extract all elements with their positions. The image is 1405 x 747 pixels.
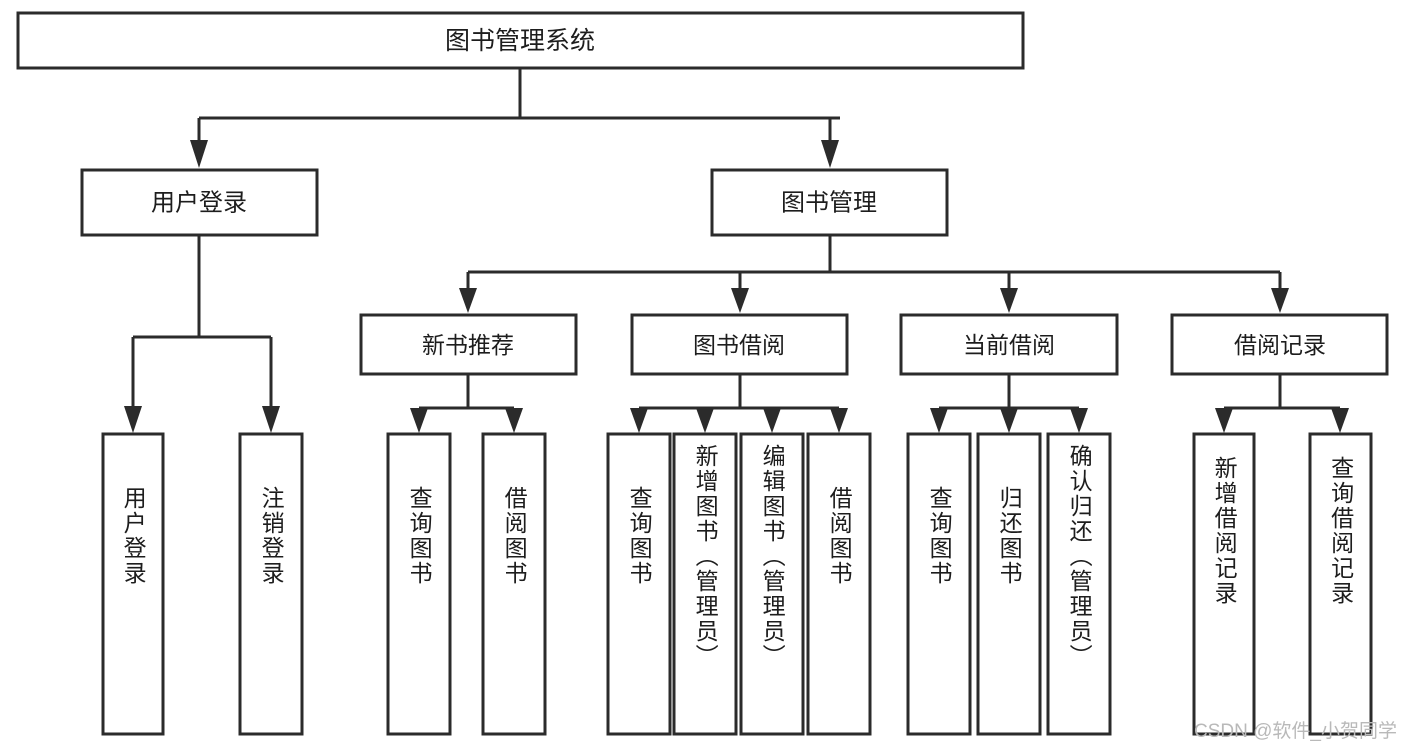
arrow-head-bookborrow-add	[696, 408, 714, 433]
connector-group-user-login	[124, 235, 280, 433]
arrow-head-new-book	[459, 288, 477, 313]
node-user-login[interactable]: 用户登录	[80, 168, 319, 237]
arrow-head-currentborrow-confirm	[1070, 408, 1088, 433]
node-current-borrow[interactable]: 当前借阅	[899, 313, 1119, 376]
arrow-head-leaf-logout	[262, 406, 280, 433]
node-root[interactable]: 图书管理系统	[16, 11, 1025, 70]
connector-group-root	[190, 68, 840, 168]
connector-group-book-borrow	[630, 374, 848, 433]
leaf-box-borrowrecord-add[interactable]	[1192, 432, 1256, 736]
arrow-head-newbook-query	[410, 408, 428, 433]
arrow-head-bookborrow-query	[630, 408, 648, 433]
node-book-manage[interactable]: 图书管理	[710, 168, 949, 237]
arrow-head-newbook-borrow	[505, 408, 523, 433]
arrow-head-book-borrow	[731, 288, 749, 313]
connector-group-book-manage	[459, 234, 1289, 313]
node-borrow-record-box[interactable]	[1170, 313, 1389, 376]
leaf-box-bookborrow-add[interactable]	[672, 432, 738, 736]
arrow-head-borrow-record	[1271, 288, 1289, 313]
node-new-book-recommend[interactable]: 新书推荐	[359, 313, 578, 376]
arrow-head-leaf-user-login	[124, 406, 142, 433]
arrow-head-user-login	[190, 140, 208, 168]
arrow-head-bookborrow-lend	[830, 408, 848, 433]
node-root-label: 图书管理系统	[445, 27, 595, 55]
node-borrow-record[interactable]: 借阅记录	[1170, 313, 1389, 376]
leaf-box-currentborrow-return[interactable]	[976, 432, 1042, 736]
connector-group-borrow-record	[1215, 374, 1349, 433]
leaf-box-group	[101, 432, 1373, 736]
arrow-head-currentborrow-query	[930, 408, 948, 433]
leaf-box-bookborrow-lend[interactable]	[806, 432, 872, 736]
arrow-head-currentborrow-return	[1000, 408, 1018, 433]
leaf-box-currentborrow-confirm[interactable]	[1046, 432, 1112, 736]
node-new-book-recommend-label: 新书推荐	[422, 332, 514, 358]
leaf-box-newbook-query[interactable]	[386, 432, 452, 736]
leaf-box-bookborrow-query[interactable]	[606, 432, 672, 736]
node-current-borrow-label: 当前借阅	[963, 332, 1055, 358]
leaf-box-user-login[interactable]	[101, 432, 165, 736]
leaf-box-logout[interactable]	[238, 432, 304, 736]
node-book-borrow-label: 图书借阅	[693, 332, 785, 358]
watermark-csdn: CSDN @软件_小贺同学	[1194, 721, 1397, 742]
node-new-book-recommend-box[interactable]	[359, 313, 578, 376]
leaf-box-borrowrecord-query[interactable]	[1308, 432, 1373, 736]
node-current-borrow-box[interactable]	[899, 313, 1119, 376]
arrow-head-borrowrecord-query	[1331, 408, 1349, 433]
arrow-head-current-borrow	[1000, 288, 1018, 313]
node-borrow-record-label: 借阅记录	[1234, 332, 1326, 358]
leaf-box-newbook-borrow[interactable]	[481, 432, 547, 736]
leaf-box-bookborrow-edit[interactable]	[739, 432, 805, 736]
arrow-head-bookborrow-edit	[763, 408, 781, 433]
connector-group-current-borrow	[930, 374, 1088, 433]
arrow-head-borrowrecord-add	[1215, 408, 1233, 433]
connector-group-new-book	[410, 374, 523, 433]
node-user-login-box[interactable]	[80, 168, 319, 237]
arrow-head-book-manage	[821, 140, 839, 168]
node-book-borrow[interactable]: 图书借阅	[630, 313, 849, 376]
leaf-box-currentborrow-query[interactable]	[906, 432, 972, 736]
node-book-manage-label: 图书管理	[781, 190, 877, 217]
node-root-box[interactable]	[16, 11, 1025, 70]
node-user-login-label: 用户登录	[151, 190, 247, 217]
node-book-borrow-box[interactable]	[630, 313, 849, 376]
node-book-manage-box[interactable]	[710, 168, 949, 237]
